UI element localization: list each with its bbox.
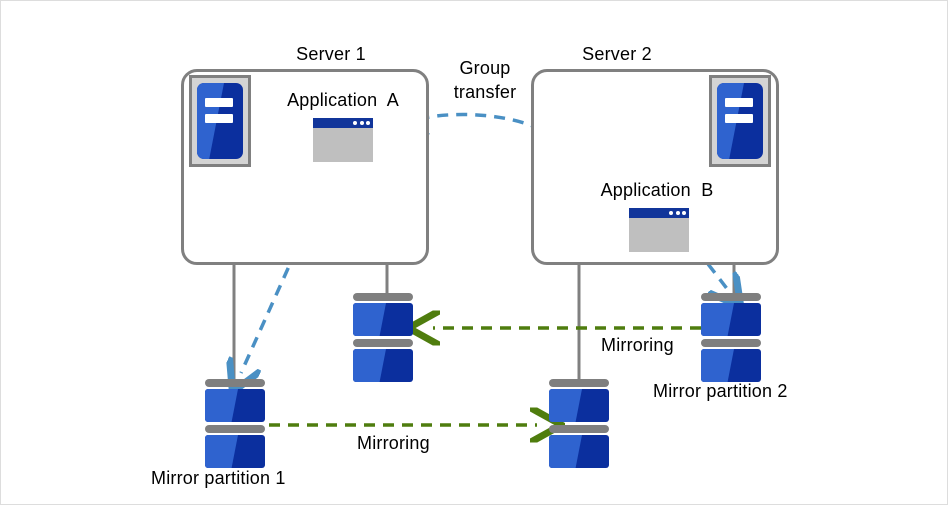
disk-platter-body: [701, 349, 761, 382]
app-window-titlebar: [629, 208, 689, 218]
server-tower-icon: [709, 75, 771, 167]
server-slot-bar: [724, 114, 754, 124]
disk-platter-bar: [701, 339, 761, 347]
server-tower-icon: [189, 75, 251, 167]
application-b-label: Application B: [600, 180, 714, 200]
disk-platter-bar: [549, 425, 609, 433]
app-window-icon: [313, 118, 373, 162]
mirror-partition-1-label: Mirror partition 1: [151, 468, 286, 488]
server1-title: Server 1: [296, 44, 366, 64]
app-b-to-partition2-arrow: [683, 232, 728, 290]
server-chassis: [197, 83, 243, 159]
disk-platter-body: [549, 435, 609, 468]
disk-platter-body: [205, 389, 265, 422]
mirroring-upper-label: Mirroring: [601, 335, 674, 355]
mirror-partition-2-label: Mirror partition 2: [653, 381, 788, 401]
disk-platter-body: [205, 435, 265, 468]
group-transfer-label-line1: Group: [459, 58, 511, 78]
disk-platter-bar: [205, 379, 265, 387]
disk-platter-bar: [549, 379, 609, 387]
disk-platter-bar: [205, 425, 265, 433]
disk-platter-body: [353, 349, 413, 382]
group-transfer-label-line2: transfer: [453, 82, 517, 102]
mirroring-lower-label: Mirroring: [357, 433, 430, 453]
server2-title: Server 2: [582, 44, 652, 64]
app-window-dot: [682, 211, 686, 215]
app-window-titlebar: [313, 118, 373, 128]
server-chassis: [717, 83, 763, 159]
disk-platter-body: [353, 303, 413, 336]
server-slot-bar: [204, 98, 234, 108]
app-window-dot: [669, 211, 673, 215]
disk-icon-mirror-partition-2: [701, 293, 761, 385]
app-window-dot: [353, 121, 357, 125]
disk-platter-bar: [353, 339, 413, 347]
application-a-label: Application A: [287, 90, 399, 110]
app-window-icon: [629, 208, 689, 252]
disk-icon-mirror-partition-1: [205, 379, 265, 471]
server-slot-bar: [204, 114, 234, 124]
disk-icon: [549, 379, 609, 471]
disk-platter-body: [701, 303, 761, 336]
disk-platter-body: [549, 389, 609, 422]
server-slot-bar: [724, 98, 754, 108]
disk-icon: [353, 293, 413, 385]
disk-platter-bar: [353, 293, 413, 301]
app-window-dot: [366, 121, 370, 125]
app-window-dot: [675, 211, 680, 215]
disk-platter-bar: [701, 293, 761, 301]
app-window-dot: [359, 121, 364, 125]
